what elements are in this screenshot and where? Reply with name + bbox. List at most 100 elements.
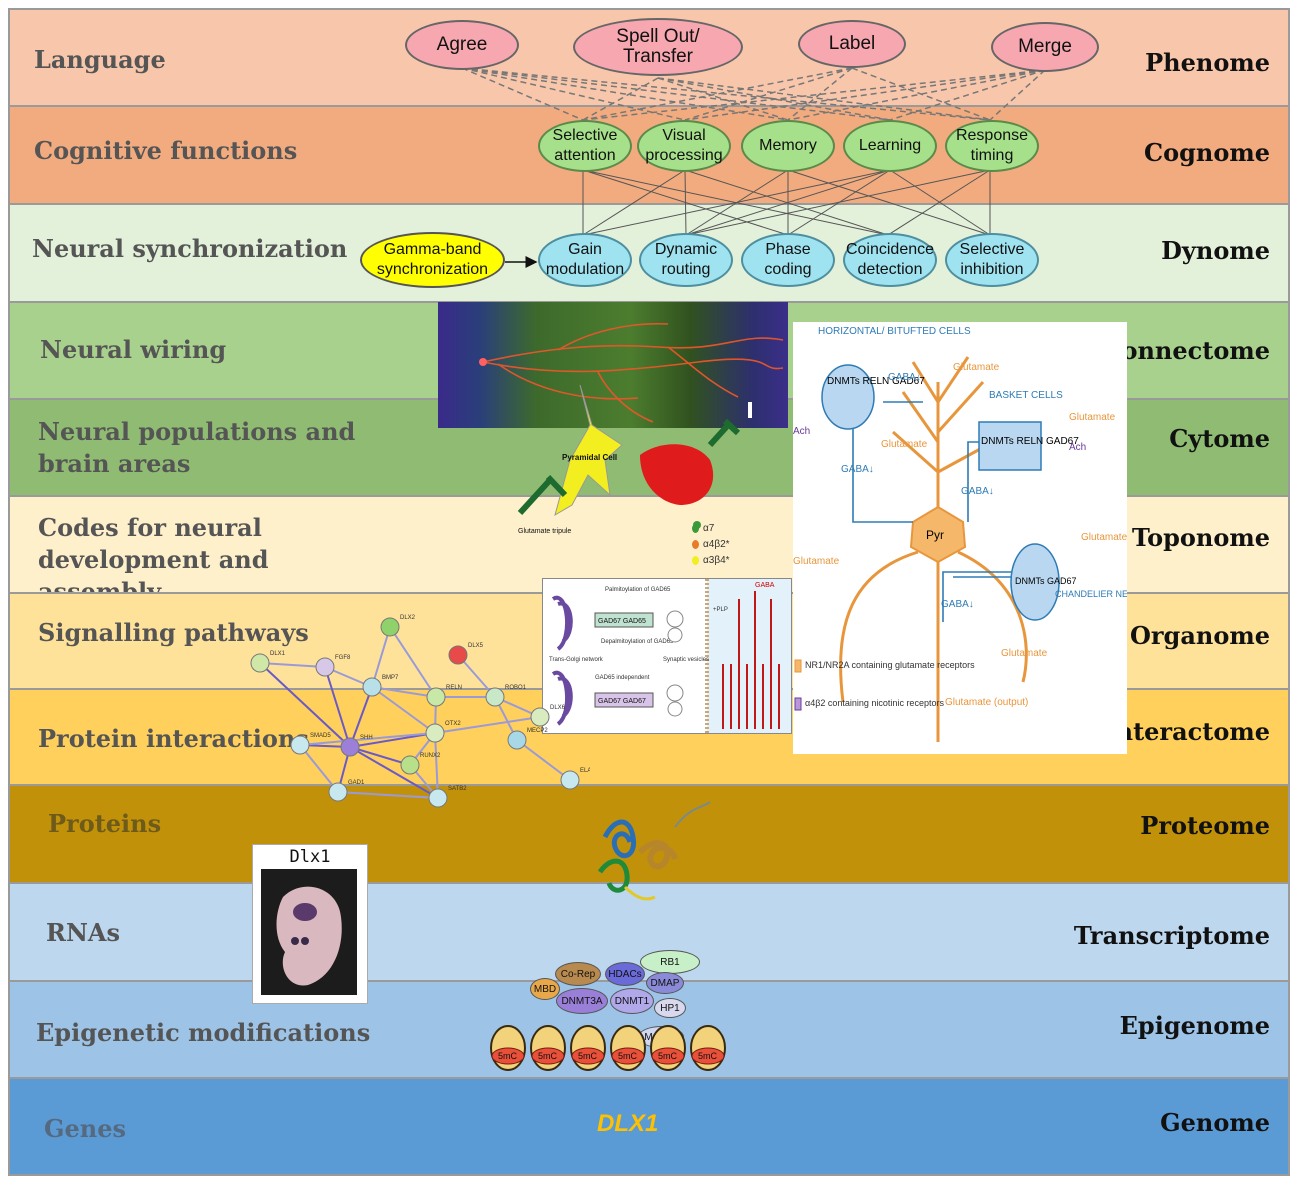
layer-label: Protein interactions bbox=[38, 724, 309, 753]
network-edge bbox=[324, 666, 351, 748]
network-node bbox=[426, 687, 446, 707]
receptor-legend-item: α3β4* bbox=[692, 552, 752, 568]
network-edge bbox=[349, 686, 373, 748]
methyl-label: 5mC bbox=[658, 1051, 678, 1061]
network-edge bbox=[371, 686, 437, 698]
circuit-glutamate-6: Glutamate bbox=[1001, 648, 1048, 659]
network-edge bbox=[259, 662, 351, 748]
circuit-glutamate-1: Glutamate bbox=[953, 362, 1000, 373]
circuit-ach-1: Ach bbox=[793, 426, 810, 437]
methyl-label: 5mC bbox=[618, 1051, 638, 1061]
epigenetic-factor: RB1 bbox=[640, 950, 700, 974]
circuit-glutamate-4: Glutamate bbox=[1081, 532, 1127, 543]
embryo-icon bbox=[261, 869, 357, 995]
circuit-dnmt-reln: DNMTs RELN GAD67 bbox=[827, 376, 925, 387]
circuit-gaba-2: GABA↓ bbox=[841, 464, 874, 475]
gad-independent: GAD65 independent bbox=[595, 675, 650, 681]
gad-pair-bottom: GAD67 GAD67 bbox=[598, 698, 646, 705]
embryo-label: Dlx1 bbox=[289, 847, 331, 867]
layer-label: Neural wiring bbox=[40, 335, 227, 364]
circuit-basket-label: BASKET CELLS bbox=[989, 390, 1063, 401]
cognome-node: Learning bbox=[843, 120, 937, 172]
network-node-label: SATB2 bbox=[448, 786, 467, 792]
circuit-gaba-4: GABA↓ bbox=[941, 599, 974, 610]
protein-structure-icon bbox=[597, 801, 711, 901]
epigenetic-factor: HP1 bbox=[654, 998, 686, 1018]
network-node-label: DLX2 bbox=[400, 615, 416, 621]
gad-synthesis-panel: GAD67 GAD65 GAD67 GAD67 Palmitoylation o… bbox=[542, 578, 792, 734]
phenome-node: Label bbox=[798, 20, 906, 68]
cortical-circuit-diagram: Pyr DNMTs RELN GAD67 DNMTs RELN GAD67 DN… bbox=[793, 322, 1127, 754]
gad-synaptic: Synaptic vesicles bbox=[663, 657, 709, 663]
circuit-gaba-1: GABA↓ bbox=[888, 372, 921, 383]
network-node bbox=[250, 653, 270, 673]
layer-label: RNAs bbox=[46, 918, 121, 947]
cognome-node: Selective attention bbox=[538, 120, 632, 172]
receptor-dot-icon bbox=[692, 523, 699, 533]
layer-ome-label: Transcriptome bbox=[1073, 921, 1270, 950]
receptor-legend: α7 α4β2* α3β4* bbox=[692, 520, 752, 568]
network-node bbox=[362, 677, 382, 697]
dynome-node: Phase coding bbox=[741, 233, 835, 287]
methyl-mark bbox=[691, 1047, 725, 1065]
receptor-legend-item: α7 bbox=[692, 520, 752, 536]
network-node-label: GAD1 bbox=[348, 780, 365, 786]
network-edge bbox=[349, 746, 411, 766]
network-edge bbox=[371, 626, 391, 688]
methyl-mark bbox=[571, 1047, 605, 1065]
network-edge bbox=[349, 732, 436, 748]
cognome-node: Response timing bbox=[945, 120, 1039, 172]
layer-label: Codes for neural development and assembl… bbox=[38, 513, 269, 606]
layer-label: Signalling pathways bbox=[38, 618, 309, 647]
receptor-label: α4β2* bbox=[703, 538, 730, 550]
phenome-cognome-links bbox=[461, 67, 1046, 268]
epigenetic-factor: HDACs bbox=[605, 962, 645, 986]
receptor-legend-item: α4β2* bbox=[692, 536, 752, 552]
network-node bbox=[428, 788, 448, 808]
neuron-microscopy-image bbox=[438, 302, 788, 428]
network-edge bbox=[371, 686, 436, 734]
gad-trans-golgi: Trans-Golgi network bbox=[549, 657, 604, 663]
dynome-node: Dynamic routing bbox=[639, 233, 733, 287]
network-node-label: FGF8 bbox=[335, 655, 351, 661]
layer-label: Cognitive functions bbox=[34, 136, 298, 165]
network-node-label: ROBO1 bbox=[505, 685, 527, 691]
circuit-chandelier-label: CHANDELIER NEURONS bbox=[1055, 589, 1127, 599]
gad-plp: +PLP bbox=[713, 607, 728, 613]
cell-pyramidal-label: Pyramidal Cell bbox=[562, 453, 617, 462]
receptor-label: α3β4* bbox=[703, 554, 730, 566]
methyl-label: 5mC bbox=[578, 1051, 598, 1061]
methyl-label: 5mC bbox=[498, 1051, 518, 1061]
network-edge bbox=[299, 744, 339, 793]
phenome-node: Agree bbox=[405, 20, 519, 70]
epigenetic-factor: DNMT1 bbox=[610, 988, 654, 1014]
phenome-node: Spell Out/ Transfer bbox=[573, 18, 743, 76]
circuit-svg: Pyr DNMTs RELN GAD67 DNMTs RELN GAD67 DN… bbox=[793, 326, 1127, 742]
epigenetic-factor: MBD bbox=[530, 978, 560, 1000]
gad-gaba: GABA bbox=[755, 582, 775, 589]
receptor-dot-icon bbox=[692, 539, 699, 549]
network-node-label: BMP7 bbox=[382, 675, 399, 681]
neuron-traces-icon bbox=[479, 322, 784, 423]
circuit-horizontal-label: HORIZONTAL/ BITUFTED CELLS bbox=[818, 326, 971, 337]
layer-ome-label: Epigenome bbox=[1119, 1011, 1270, 1040]
network-node bbox=[400, 755, 420, 775]
dynome-node: Selective inhibition bbox=[945, 233, 1039, 287]
network-node-label: MECP2 bbox=[527, 728, 548, 734]
network-node bbox=[328, 782, 348, 802]
network-node bbox=[425, 723, 445, 743]
gad-depalmitoylation: Depalmitoylation of GAD65 bbox=[601, 639, 674, 645]
layer-ome-label: Interactome bbox=[1104, 717, 1270, 746]
circuit-glutamate-2: Glutamate bbox=[881, 439, 928, 450]
methyl-mark bbox=[651, 1047, 685, 1065]
pyramidal-gaba-cells: Pyramidal Cell Glutamate tripule bbox=[517, 385, 740, 535]
network-node bbox=[560, 770, 580, 790]
circuit-gaba-3: GABA↓ bbox=[961, 486, 994, 497]
layer-ome-label: Dynome bbox=[1161, 236, 1270, 265]
network-edge bbox=[337, 791, 439, 799]
circuit-glutamate-3: Glutamate bbox=[1069, 412, 1116, 423]
protein-interaction-network: DLX1DLX2DLX5FGF8SHHRUNX2MECP2ELAVL2OTX2S… bbox=[250, 615, 590, 808]
gene-label: DLX1 bbox=[597, 1110, 659, 1137]
network-node bbox=[507, 730, 527, 750]
